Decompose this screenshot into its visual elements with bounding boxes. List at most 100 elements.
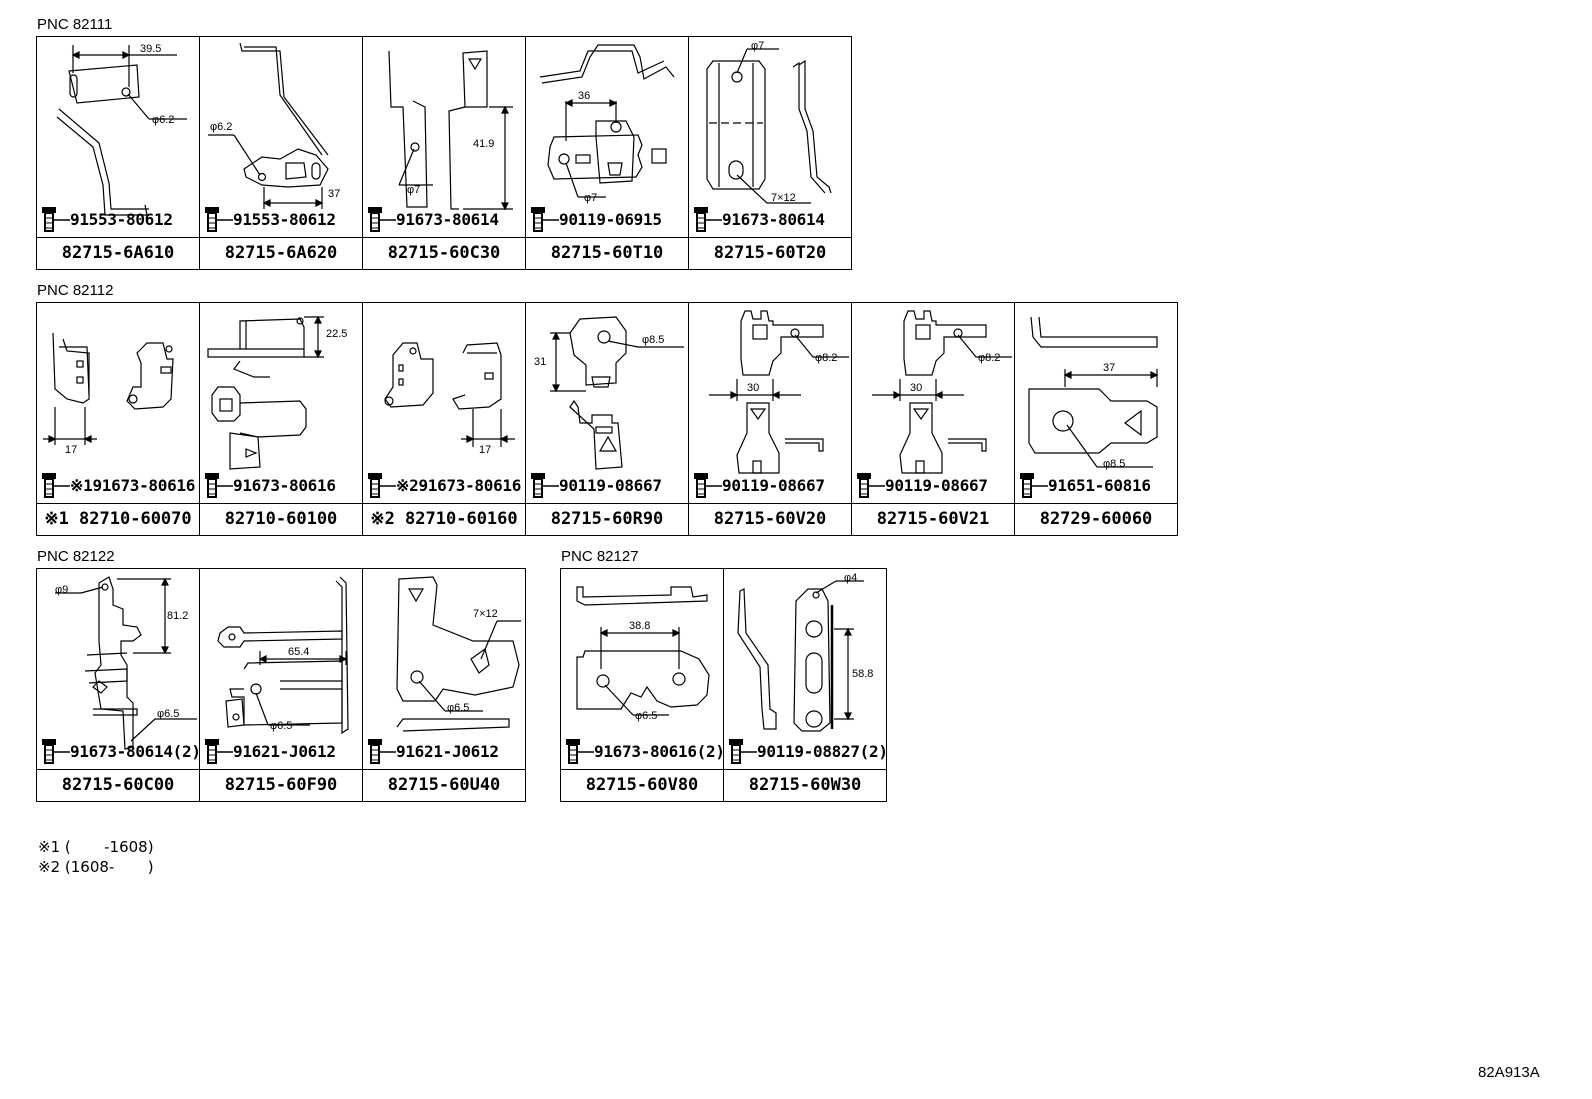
bolt-part-number[interactable]: 91553-80612 xyxy=(70,209,173,229)
bolt-icon xyxy=(368,207,396,232)
bolt-icon xyxy=(566,739,594,764)
bolt-part-number[interactable]: 91651-60816 xyxy=(1048,475,1151,495)
part-cell[interactable]: 36 φ7 90119-06915 82715-60T10 xyxy=(525,36,689,270)
bolt-icon xyxy=(205,207,233,232)
part-cell[interactable]: φ9 81.2 φ6.5 91673-80614(2) 82715-60C00 xyxy=(36,568,201,802)
svg-text:φ6.2: φ6.2 xyxy=(152,114,174,126)
bracket-drawing: 39.5 φ6.2 xyxy=(56,43,187,216)
part-cell[interactable]: 17 ※291673-80616 ※2 82710-60160 xyxy=(362,302,526,536)
bracket-drawing: φ7 7×12 xyxy=(706,40,832,204)
bolt-part-number[interactable]: 91621-J0612 xyxy=(233,741,336,761)
svg-text:φ7: φ7 xyxy=(751,40,764,52)
svg-text:37: 37 xyxy=(328,188,340,200)
part-cell[interactable]: 17 ※191673-80616 ※1 82710-60070 xyxy=(36,302,200,536)
part-number[interactable]: ※2 82710-60160 xyxy=(363,503,525,535)
bolt-icon xyxy=(857,473,885,498)
bolt-part-number[interactable]: 91673-80616 xyxy=(233,475,336,495)
bolt-part-number[interactable]: 91673-80614 xyxy=(396,209,499,229)
pnc-heading-82112: PNC 82112 xyxy=(37,282,114,299)
part-number[interactable]: 82715-60T20 xyxy=(689,237,851,269)
svg-text:41.9: 41.9 xyxy=(473,138,494,150)
svg-text:φ6.5: φ6.5 xyxy=(447,702,469,714)
bolt-icon xyxy=(694,473,722,498)
bolt-part-number[interactable]: 91673-80616(2) xyxy=(594,741,725,761)
part-number[interactable]: 82729-60060 xyxy=(1015,503,1177,535)
svg-text:7×12: 7×12 xyxy=(771,192,796,204)
bolt-part-number[interactable]: 90119-08667 xyxy=(885,475,988,495)
bolt-icon xyxy=(1020,473,1048,498)
bracket-drawing: 41.9 φ7 xyxy=(388,50,513,211)
footnote-2: ※2 (1608- ) xyxy=(38,858,154,876)
svg-text:φ8.5: φ8.5 xyxy=(642,334,664,346)
bolt-part-number[interactable]: 91673-80614(2) xyxy=(70,741,201,761)
part-cell[interactable]: 22.5 91673-80616 82710-60100 xyxy=(199,302,363,536)
bolt-icon xyxy=(368,473,396,498)
part-number[interactable]: 82715-60R90 xyxy=(526,503,688,535)
part-cell[interactable]: φ8.2 30 90119-08667 82715-60V21 xyxy=(851,302,1015,536)
svg-text:81.2: 81.2 xyxy=(167,610,188,622)
part-cell[interactable]: φ8.5 31 90119-08667 82715-60R90 xyxy=(525,302,689,536)
svg-text:22.5: 22.5 xyxy=(326,328,347,340)
bolt-icon xyxy=(694,207,722,232)
part-cell[interactable]: 37 φ8.5 91651-60816 82729-60060 xyxy=(1014,302,1178,536)
part-cell[interactable]: 41.9 φ7 91673-80614 82715-60C30 xyxy=(362,36,526,270)
bolt-icon xyxy=(205,473,233,498)
part-number[interactable]: 82715-60W30 xyxy=(724,769,886,801)
svg-text:φ8.2: φ8.2 xyxy=(978,352,1000,364)
svg-text:φ7: φ7 xyxy=(584,192,597,204)
bracket-drawing: 36 φ7 xyxy=(539,44,675,204)
svg-text:65.4: 65.4 xyxy=(288,646,309,658)
svg-text:17: 17 xyxy=(65,444,77,456)
bolt-icon xyxy=(368,739,396,764)
part-number[interactable]: 82715-60V21 xyxy=(852,503,1014,535)
part-cell[interactable]: 38.8 φ6.5 91673-80616(2) 82715-60V80 xyxy=(560,568,725,802)
part-number[interactable]: 82715-60V80 xyxy=(561,769,723,801)
part-cell[interactable]: φ8.2 30 90119-08667 82715-60V20 xyxy=(688,302,852,536)
bracket-drawing: 17 xyxy=(384,342,515,456)
bolt-part-number[interactable]: ※291673-80616 xyxy=(396,475,522,495)
bolt-part-number[interactable]: 91553-80612 xyxy=(233,209,336,229)
bolt-part-number[interactable]: ※191673-80616 xyxy=(70,475,196,495)
bracket-drawing: 17 xyxy=(43,332,174,456)
part-number[interactable]: 82715-60V20 xyxy=(689,503,851,535)
part-number[interactable]: 82710-60100 xyxy=(200,503,362,535)
part-cell[interactable]: 7×12 φ6.5 91621-J0612 82715-60U40 xyxy=(362,568,526,802)
svg-text:30: 30 xyxy=(910,382,922,394)
bolt-icon xyxy=(531,473,559,498)
pnc-heading-82127: PNC 82127 xyxy=(561,548,639,565)
bolt-part-number[interactable]: 91621-J0612 xyxy=(396,741,499,761)
svg-text:17: 17 xyxy=(479,444,491,456)
part-number[interactable]: 82715-6A620 xyxy=(200,237,362,269)
svg-text:φ8.2: φ8.2 xyxy=(815,352,837,364)
bolt-icon xyxy=(42,207,70,232)
bolt-part-number[interactable]: 90119-08667 xyxy=(559,475,662,495)
bolt-icon xyxy=(729,739,757,764)
bracket-drawing: 22.5 xyxy=(207,315,347,470)
part-number[interactable]: 82715-60C30 xyxy=(363,237,525,269)
part-number[interactable]: 82715-60T10 xyxy=(526,237,688,269)
bolt-part-number[interactable]: 90119-08667 xyxy=(722,475,825,495)
part-number[interactable]: 82715-6A610 xyxy=(37,237,199,269)
part-number[interactable]: 82715-60U40 xyxy=(363,769,525,801)
part-cell[interactable]: φ6.2 37 91553-80612 82715-6A620 xyxy=(199,36,363,270)
part-cell[interactable]: 39.5 φ6.2 91553-80612 82715-6A610 xyxy=(36,36,200,270)
bolt-part-number[interactable]: 90119-06915 xyxy=(559,209,662,229)
svg-text:31: 31 xyxy=(534,356,546,368)
svg-text:30: 30 xyxy=(747,382,759,394)
svg-text:φ6.5: φ6.5 xyxy=(157,708,179,720)
bolt-part-number[interactable]: 91673-80614 xyxy=(722,209,825,229)
bracket-drawing: 58.8 φ4 xyxy=(737,572,873,732)
part-number[interactable]: 82715-60C00 xyxy=(37,769,199,801)
part-number[interactable]: 82715-60F90 xyxy=(200,769,362,801)
bolt-icon xyxy=(42,739,70,764)
bracket-drawing: φ8.2 30 xyxy=(872,310,1012,474)
part-cell[interactable]: φ7 7×12 91673-80614 82715-60T20 xyxy=(688,36,852,270)
bracket-drawing: 7×12 φ6.5 xyxy=(396,576,521,732)
part-cell[interactable]: 58.8 φ4 90119-08827(2) 82715-60W30 xyxy=(723,568,888,802)
svg-text:36: 36 xyxy=(578,90,590,102)
reference-code: 82A913A xyxy=(1478,1064,1540,1081)
svg-text:58.8: 58.8 xyxy=(852,668,873,680)
part-number[interactable]: ※1 82710-60070 xyxy=(37,503,199,535)
bolt-part-number[interactable]: 90119-08827(2) xyxy=(757,741,888,761)
part-cell[interactable]: 65.4 φ6.5 91621-J0612 82715-60F90 xyxy=(199,568,363,802)
